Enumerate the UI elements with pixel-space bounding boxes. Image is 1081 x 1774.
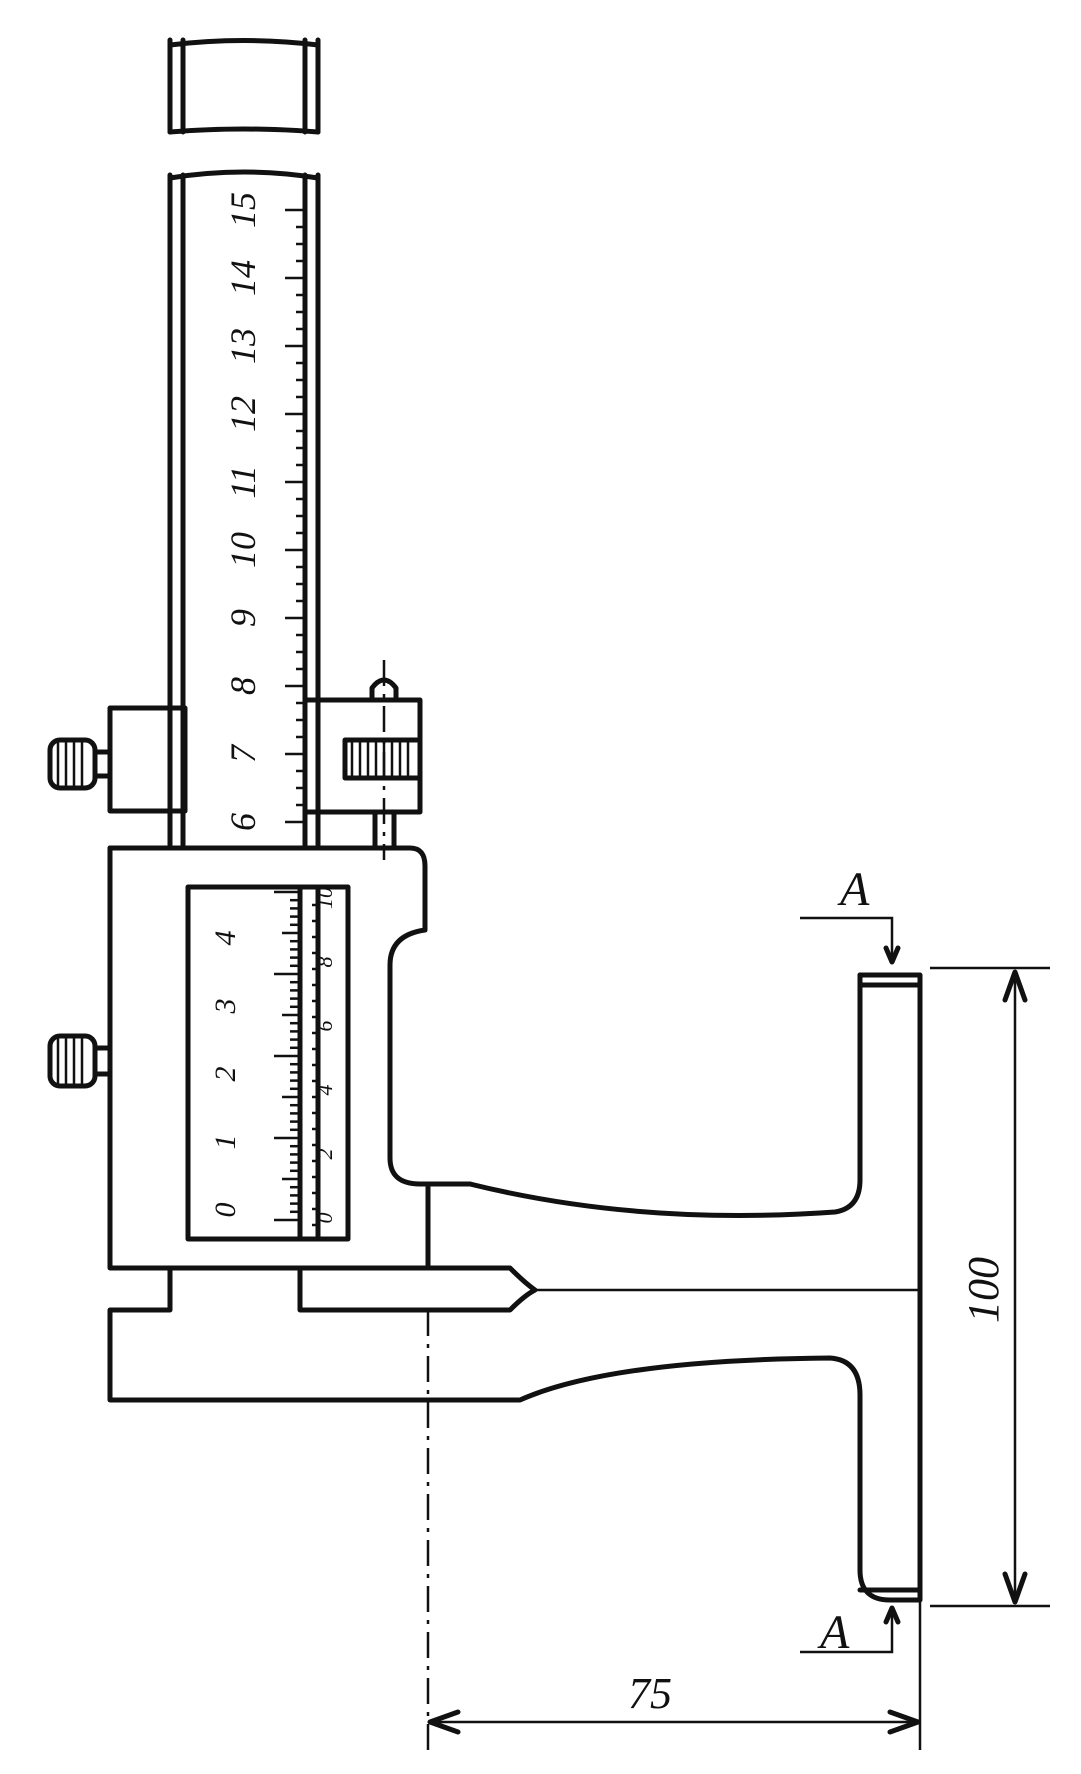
main-scale-label: 10 xyxy=(223,532,263,568)
main-scale-label: 15 xyxy=(223,192,263,228)
main-scale: 6 7 8 9 10 11 12 13 14 15 xyxy=(223,192,305,831)
main-scale-label: 9 xyxy=(223,609,263,627)
main-scale-label: 13 xyxy=(223,328,263,364)
vernier-secondary-label: 8 xyxy=(312,957,337,968)
vernier-secondary-label: 4 xyxy=(312,1085,337,1096)
vernier-primary-label: 1 xyxy=(209,1135,242,1150)
vernier-secondary-label: 10 xyxy=(312,887,337,909)
dimension-height-label: 100 xyxy=(959,1257,1008,1323)
vernier-scale-primary: 0 1 2 3 4 xyxy=(209,890,300,1222)
main-scale-label: 6 xyxy=(223,813,263,831)
main-beam xyxy=(167,169,321,848)
vernier-secondary-label: 2 xyxy=(312,1149,337,1160)
main-scale-label: 7 xyxy=(223,743,263,763)
main-scale-label: 8 xyxy=(223,677,263,695)
clamp-screw-upper xyxy=(47,737,113,791)
vernier-primary-label: 4 xyxy=(209,931,242,946)
section-mark-top: A xyxy=(837,863,870,916)
vernier-primary-label: 0 xyxy=(209,1203,242,1218)
vernier-primary-label: 2 xyxy=(209,1067,242,1082)
vernier-secondary-label: 6 xyxy=(312,1021,337,1032)
main-scale-label: 12 xyxy=(223,396,263,432)
main-scale-label: 14 xyxy=(223,260,263,296)
clamp-screw-lower xyxy=(47,1033,113,1089)
vernier-secondary-label: 0 xyxy=(312,1213,337,1224)
main-scale-label: 11 xyxy=(223,465,263,498)
dimension-width-label: 75 xyxy=(628,1669,672,1718)
fine-adjust-clamp xyxy=(107,660,423,860)
vernier-slider xyxy=(107,845,473,1271)
section-mark-bottom: A xyxy=(817,1606,850,1659)
vernier-scale-secondary: 0 2 4 6 8 10 xyxy=(312,887,337,1227)
beam-end-cap xyxy=(167,37,321,135)
gauge-base xyxy=(107,972,923,1603)
vernier-primary-label: 3 xyxy=(209,999,242,1015)
dimension-lines xyxy=(426,916,1050,1750)
